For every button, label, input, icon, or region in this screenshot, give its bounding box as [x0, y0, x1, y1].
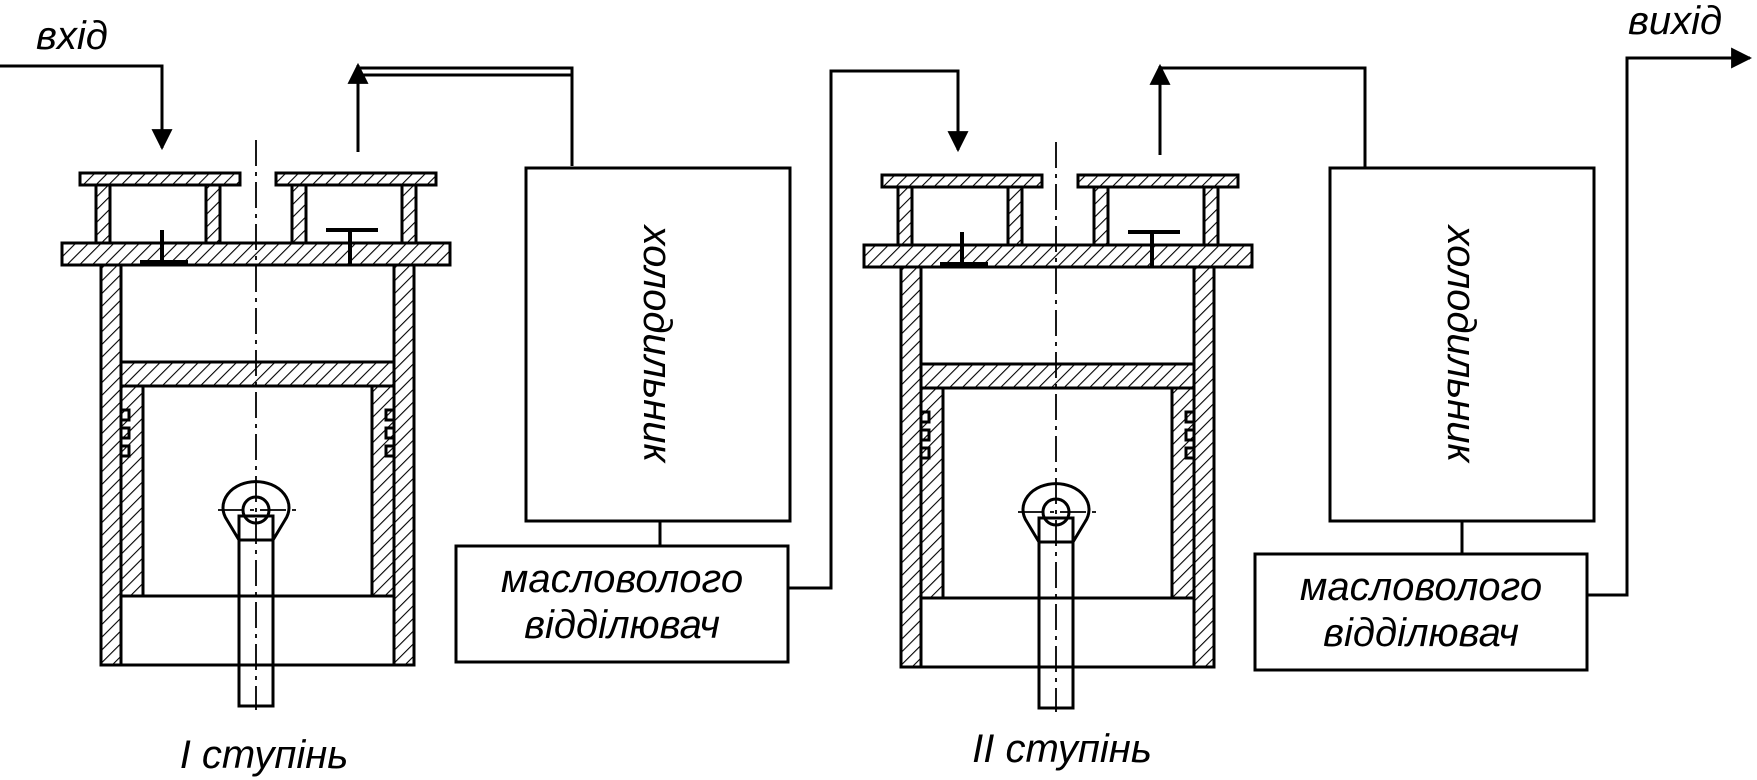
outlet-line	[1587, 47, 1753, 597]
cooler-2-label: холодильник	[1439, 224, 1483, 465]
inlet-label: вхід	[36, 14, 108, 58]
outlet-label: вихід	[1628, 0, 1722, 43]
stage-1-cylinder	[60, 140, 452, 710]
stage1-discharge-line	[356, 73, 574, 166]
cooler-1-label: холодильник	[635, 224, 679, 465]
separator-1-line1: масловолого	[501, 557, 743, 601]
stage-2-label: ІІ ступінь	[972, 727, 1152, 771]
separator-2-box	[1253, 552, 1589, 672]
stage2-inlet-line	[788, 69, 969, 590]
cooler-1-box	[524, 166, 792, 523]
separator-1-box	[454, 544, 790, 664]
stage-1-label: І ступінь	[180, 733, 349, 777]
stage-2-cylinder	[862, 142, 1254, 712]
separator-2-line1: масловолого	[1300, 565, 1542, 609]
separator-2-line2: відділювач	[1323, 611, 1519, 655]
inlet-line	[0, 64, 173, 151]
separator-1-line2: відділювач	[524, 603, 720, 647]
